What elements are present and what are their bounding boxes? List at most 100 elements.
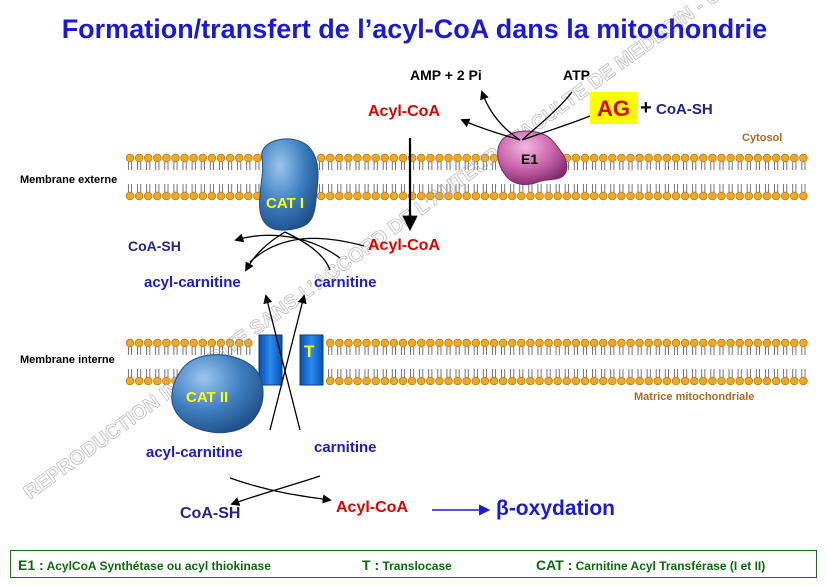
lipid-head (517, 191, 526, 201)
lipid-tail (337, 347, 342, 355)
lipid-tail (746, 162, 751, 170)
lipid-head (708, 191, 717, 201)
lipid-head (553, 191, 562, 201)
legend-e1-key: E1 : (18, 557, 44, 573)
lipid-tail (728, 369, 733, 377)
lipid-tail (610, 347, 615, 355)
lipid-head (517, 376, 526, 386)
lipid-tail (182, 347, 187, 355)
lipid-tail (228, 347, 233, 355)
lipid-tail (792, 369, 797, 377)
lipid-head (134, 338, 144, 348)
lipid-head (380, 338, 389, 348)
lipid-tail (774, 369, 779, 377)
lipid-tail (391, 347, 396, 355)
lipid-head (153, 376, 162, 386)
lipid-tail (637, 162, 642, 170)
lipid-head (144, 338, 153, 348)
lipid-head (417, 376, 426, 386)
lipid-head (480, 153, 490, 163)
lipid-tail (555, 184, 560, 192)
lipid-head (598, 191, 608, 201)
lipid-head (235, 191, 244, 201)
lipid-tail (764, 184, 770, 192)
lipid-tail (355, 162, 360, 170)
lipid-tail (655, 162, 660, 170)
lipid-head (689, 338, 699, 348)
lipid-head (699, 376, 708, 386)
arrow-cat1-to-acylcarnitine (245, 231, 286, 272)
lipid-tail (200, 184, 205, 192)
lipid-tail (228, 184, 233, 192)
lipid-tail (400, 184, 406, 192)
lipid-head (717, 153, 726, 163)
lipid-head (326, 191, 335, 201)
lipid-head (626, 191, 635, 201)
lipid-head (389, 191, 399, 201)
lipid-head (699, 191, 708, 201)
lipid-tail (546, 347, 551, 355)
lipid-tail (710, 369, 715, 377)
page-title: Formation/transfert de l’acyl-CoA dans l… (61, 14, 768, 44)
lipid-tail (482, 162, 487, 170)
acyl-carnitine-matrix-label: acyl-carnitine (146, 444, 243, 461)
lipid-tail (455, 369, 460, 377)
lipid-head (380, 376, 389, 386)
lipid-head (207, 338, 217, 348)
lipid-head (144, 376, 153, 386)
lipid-head (790, 376, 799, 386)
lipid-head (589, 153, 599, 163)
lipid-head (526, 191, 535, 201)
lipid-head (799, 338, 808, 348)
lipid-head (335, 153, 344, 163)
lipid-tail (455, 347, 460, 355)
lipid-head (353, 376, 362, 386)
inner-membrane-label: Membrane interne (20, 354, 115, 366)
lipid-tail (491, 184, 497, 192)
lipid-tail (164, 369, 169, 377)
lipid-tail (619, 184, 624, 192)
lipid-head (535, 338, 544, 348)
lipid-tail (400, 369, 406, 377)
lipid-head (617, 338, 626, 348)
inner-membrane (125, 338, 808, 386)
lipid-head (362, 338, 371, 348)
lipid-head (389, 338, 399, 348)
lipid-head (480, 191, 490, 201)
lipid-head (553, 338, 562, 348)
outer-membrane-label: Membrane externe (20, 174, 118, 186)
lipid-head (189, 191, 198, 201)
lipid-tail (209, 184, 214, 192)
lipid-head (407, 376, 417, 386)
lipid-tail (673, 347, 679, 355)
lipid-tail (564, 347, 569, 355)
lipid-tail (728, 347, 733, 355)
lipid-tail (774, 162, 779, 170)
lipid-head (580, 153, 590, 163)
lipid-head (680, 338, 690, 348)
lipid-head (644, 191, 653, 201)
lipid-tail (683, 369, 688, 377)
lipid-tail (582, 184, 588, 192)
lipid-tail (573, 184, 578, 192)
lipid-tail (127, 369, 133, 377)
legend-t-key: T : (362, 557, 380, 573)
lipid-head (244, 338, 253, 348)
lipid-head (462, 376, 471, 386)
lipid-head (753, 376, 763, 386)
lipid-tail (437, 184, 442, 192)
lipid-head (180, 191, 189, 201)
lipid-tail (764, 347, 770, 355)
lipid-tail (164, 184, 169, 192)
lipid-tail (573, 347, 578, 355)
lipid-tail (437, 369, 442, 377)
lipid-tail (764, 162, 770, 170)
lipid-head (580, 338, 590, 348)
lipid-head (216, 153, 226, 163)
lipid-tail (155, 347, 160, 355)
lipid-tail (464, 347, 469, 355)
lipid-tail (655, 184, 660, 192)
lipid-head (426, 376, 435, 386)
lipid-tail (364, 162, 369, 170)
lipid-head (326, 376, 335, 386)
